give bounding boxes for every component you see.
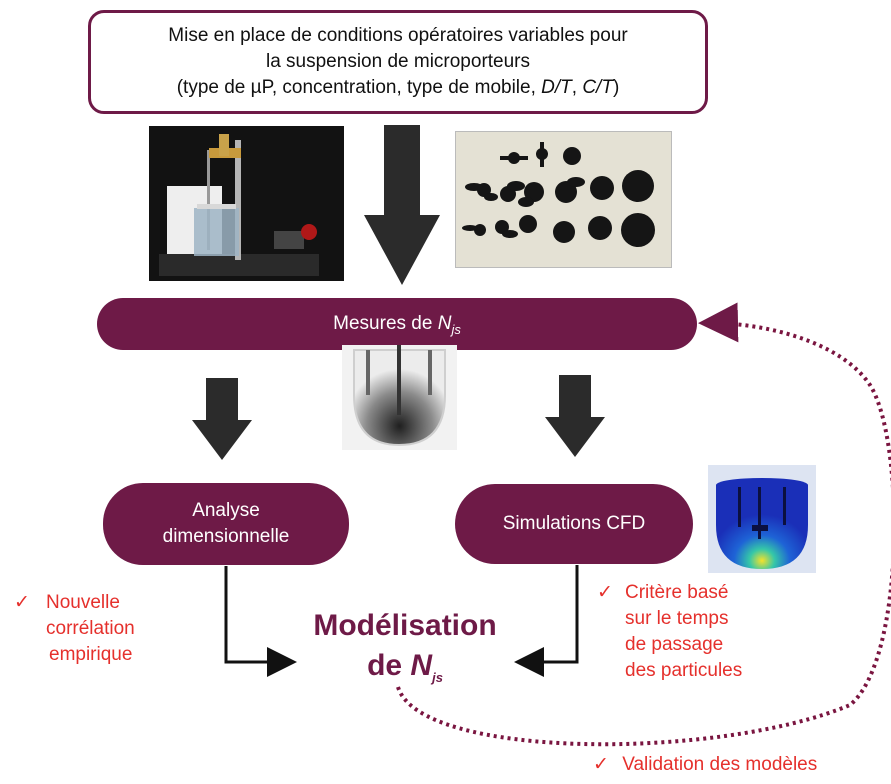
conditions-line-1: Mise en place de conditions opératoires …	[168, 25, 628, 46]
conditions-line-3: (type de µP, concentration, type de mobi…	[176, 77, 620, 98]
cfd-velocity-field	[708, 465, 816, 573]
cfd-criterion-note: ✓ Critère basé sur le temps de passage d…	[597, 580, 787, 684]
modeling-line-2: de Njs	[367, 649, 443, 685]
conditions-line-2: la suspension de microporteurs	[265, 51, 531, 72]
validation-label: Validation des modèles	[622, 754, 818, 775]
photo-impellers-collection	[455, 131, 672, 268]
note-line-4: des particules	[625, 660, 743, 681]
note-line-3: de passage	[625, 634, 724, 655]
arrow-down-icon	[545, 375, 605, 457]
njs-symbol: N	[437, 313, 452, 334]
analysis-line-1: Analyse	[192, 500, 260, 521]
model-validation-note: ✓ Validation des modèles	[593, 752, 883, 778]
measurement-label: Mesures de	[333, 313, 438, 334]
note-line-1: Critère basé	[625, 582, 729, 603]
cfd-label: Simulations CFD	[502, 513, 646, 534]
note-line-2: corrélation	[46, 618, 135, 639]
photo-stirred-tank-setup	[149, 126, 344, 281]
dimensional-analysis-step: Analyse dimensionnelle	[103, 483, 349, 565]
note-line-2: sur le temps	[625, 608, 729, 629]
modeling-line-1: Modélisation	[313, 609, 497, 642]
note-line-3: empirique	[49, 644, 133, 665]
check-icon: ✓	[14, 592, 30, 613]
arrow-down-icon	[192, 378, 252, 460]
empirical-correlation-note: ✓ Nouvelle corrélation empirique	[10, 590, 180, 668]
tank-render	[342, 345, 457, 450]
note-line-1: Nouvelle	[46, 592, 120, 613]
operating-conditions-box: Mise en place de conditions opératoires …	[88, 10, 708, 114]
njs-subscript: js	[451, 321, 461, 337]
modeling-title: Modélisation de Njs	[285, 606, 525, 698]
cfd-simulation-step: Simulations CFD	[455, 484, 693, 564]
arrow-down-icon	[364, 125, 440, 285]
check-icon: ✓	[597, 582, 613, 603]
analysis-line-2: dimensionnelle	[162, 526, 290, 547]
check-icon: ✓	[593, 754, 609, 775]
measurement-step: Mesures de Njs	[97, 298, 697, 350]
